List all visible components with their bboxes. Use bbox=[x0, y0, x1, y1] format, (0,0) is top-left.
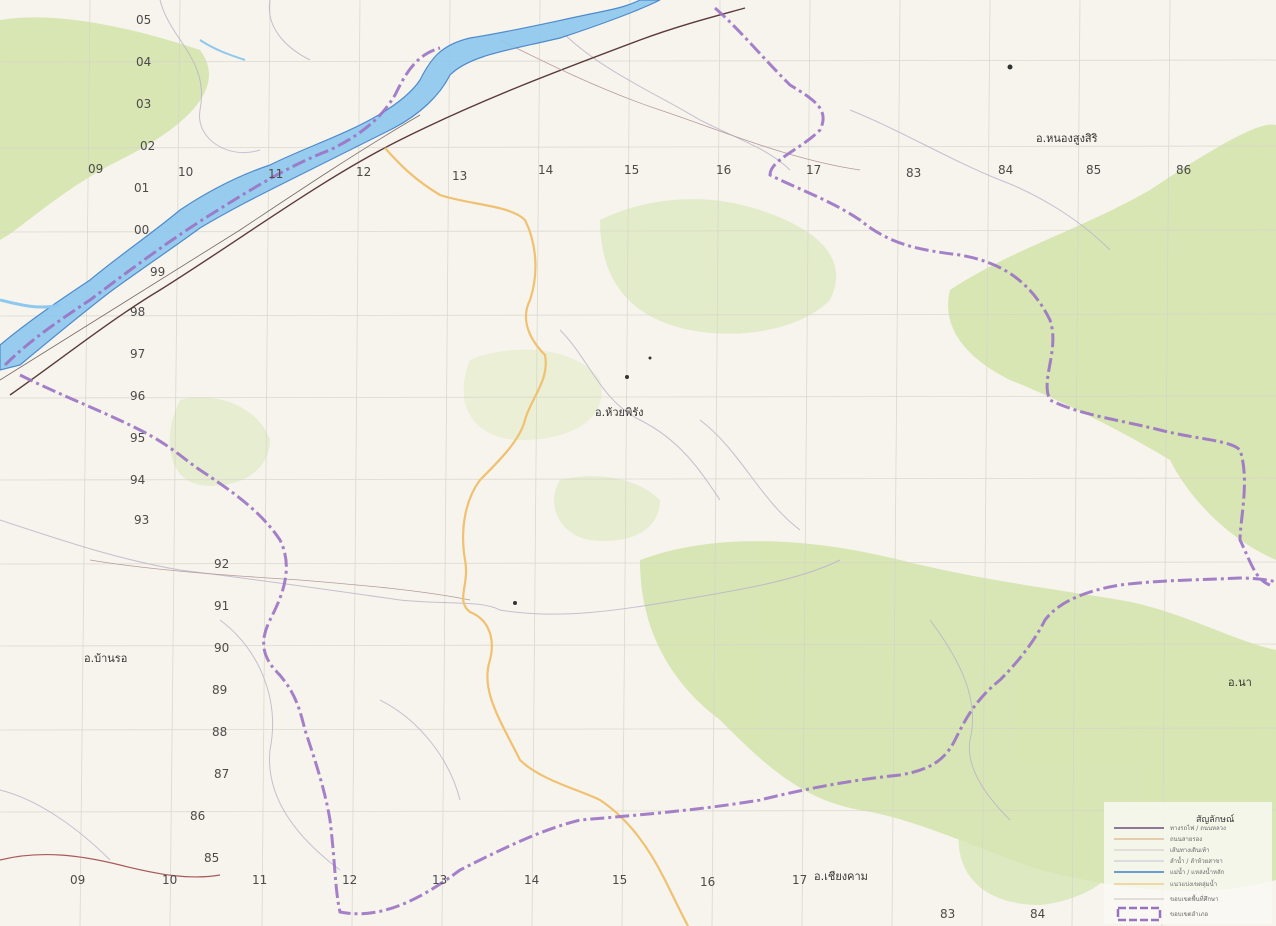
grid-label: 83 bbox=[906, 166, 921, 180]
grid-label: 85 bbox=[204, 851, 219, 865]
grid-label: 85 bbox=[1086, 163, 1101, 177]
grid-label: 97 bbox=[130, 347, 145, 361]
grid-label: 98 bbox=[130, 305, 145, 319]
district-label-northeast: อ.หนองสูงสิริ bbox=[1036, 132, 1098, 145]
grid-label: 11 bbox=[268, 167, 283, 181]
legend-label: เส้นทางเดินเท้า bbox=[1170, 847, 1210, 854]
grid-label: 96 bbox=[130, 389, 145, 403]
grid-label: 09 bbox=[88, 162, 103, 176]
river bbox=[0, 0, 661, 371]
legend-label: ลำน้ำ / ลำห้วยสาขา bbox=[1170, 855, 1223, 865]
grid-label: 16 bbox=[716, 163, 731, 177]
grid-label: 00 bbox=[134, 223, 149, 237]
district-label-east: อ.นา bbox=[1228, 676, 1252, 689]
legend-label: แม่น้ำ / แหล่งน้ำหลัก bbox=[1170, 866, 1225, 876]
grid-label: 86 bbox=[1176, 163, 1191, 177]
grid-label: 16 bbox=[700, 875, 715, 889]
legend-box bbox=[1104, 802, 1272, 924]
grid-label: 15 bbox=[624, 163, 639, 177]
district-label-south: อ.เชียงคาม bbox=[814, 870, 868, 883]
grid-label: 86 bbox=[190, 809, 205, 823]
legend-swatch bbox=[1116, 906, 1162, 922]
grid-label: 95 bbox=[130, 431, 145, 445]
grid-label: 84 bbox=[998, 163, 1013, 177]
grid-labels-top: 09 10 11 12 13 14 15 16 17 83 84 85 86 bbox=[88, 162, 1191, 183]
grid-label: 83 bbox=[940, 907, 955, 921]
grid-label: 93 bbox=[134, 513, 149, 527]
legend-label: ทางรถไฟ / ถนนหลวง bbox=[1170, 824, 1226, 832]
grid-label: 17 bbox=[792, 873, 807, 887]
grid-label: 14 bbox=[524, 873, 539, 887]
district-label-west: อ.บ้านรอ bbox=[84, 652, 127, 665]
grid-label: 91 bbox=[214, 599, 229, 613]
grid-label: 99 bbox=[150, 265, 165, 279]
grid-label: 09 bbox=[70, 873, 85, 887]
district-label-main: อ.ห้วยพิรัง bbox=[595, 406, 644, 419]
grid-label: 92 bbox=[214, 557, 229, 571]
watershed-divide bbox=[384, 147, 689, 926]
roads bbox=[0, 7, 861, 878]
grid-label: 88 bbox=[212, 725, 227, 739]
grid-label: 11 bbox=[252, 873, 267, 887]
grid-label: 10 bbox=[162, 873, 177, 887]
grid-label: 84 bbox=[1030, 907, 1045, 921]
grid-label: 03 bbox=[136, 97, 151, 111]
grid-label: 13 bbox=[432, 873, 447, 887]
grid-label: 13 bbox=[452, 169, 467, 183]
grid-label: 87 bbox=[214, 767, 229, 781]
grid-label: 05 bbox=[136, 13, 151, 27]
legend-label: ขอบเขตอำเภอ bbox=[1170, 911, 1209, 918]
map-markers bbox=[513, 64, 1013, 605]
district-boundaries bbox=[3, 6, 1276, 916]
legend: สัญลักษณ์ ทางรถไฟ / ถนนหลวง ถนนสายรอง เส… bbox=[1104, 802, 1272, 924]
legend-label: ขอบเขตพื้นที่ศึกษา bbox=[1170, 893, 1218, 903]
grid-label: 04 bbox=[136, 55, 151, 69]
grid-label: 15 bbox=[612, 873, 627, 887]
grid-label: 14 bbox=[538, 163, 553, 177]
legend-label: แนวแบ่งเขตลุ่มน้ำ bbox=[1170, 878, 1217, 888]
grid-label: 02 bbox=[140, 139, 155, 153]
grid-label: 89 bbox=[212, 683, 227, 697]
streams bbox=[0, 0, 1111, 871]
grid-label: 94 bbox=[130, 473, 145, 487]
grid-label: 10 bbox=[178, 165, 193, 179]
grid-label: 12 bbox=[342, 873, 357, 887]
grid-label: 90 bbox=[214, 641, 229, 655]
legend-label: ถนนสายรอง bbox=[1170, 836, 1202, 843]
grid-label: 01 bbox=[134, 181, 149, 195]
grid-labels-left: 05 04 03 02 01 00 99 98 97 96 95 94 93 9… bbox=[130, 13, 229, 865]
place-labels: อ.ห้วยพิรัง อ.หนองสูงสิริ อ.บ้านรอ อ.เชี… bbox=[84, 132, 1252, 883]
grid-label: 17 bbox=[806, 163, 821, 177]
grid-labels-bottom: 09 10 11 12 13 14 15 16 17 83 84 bbox=[70, 873, 1045, 921]
legend-title: สัญลักษณ์ bbox=[1196, 813, 1234, 825]
grid-label: 12 bbox=[356, 165, 371, 179]
